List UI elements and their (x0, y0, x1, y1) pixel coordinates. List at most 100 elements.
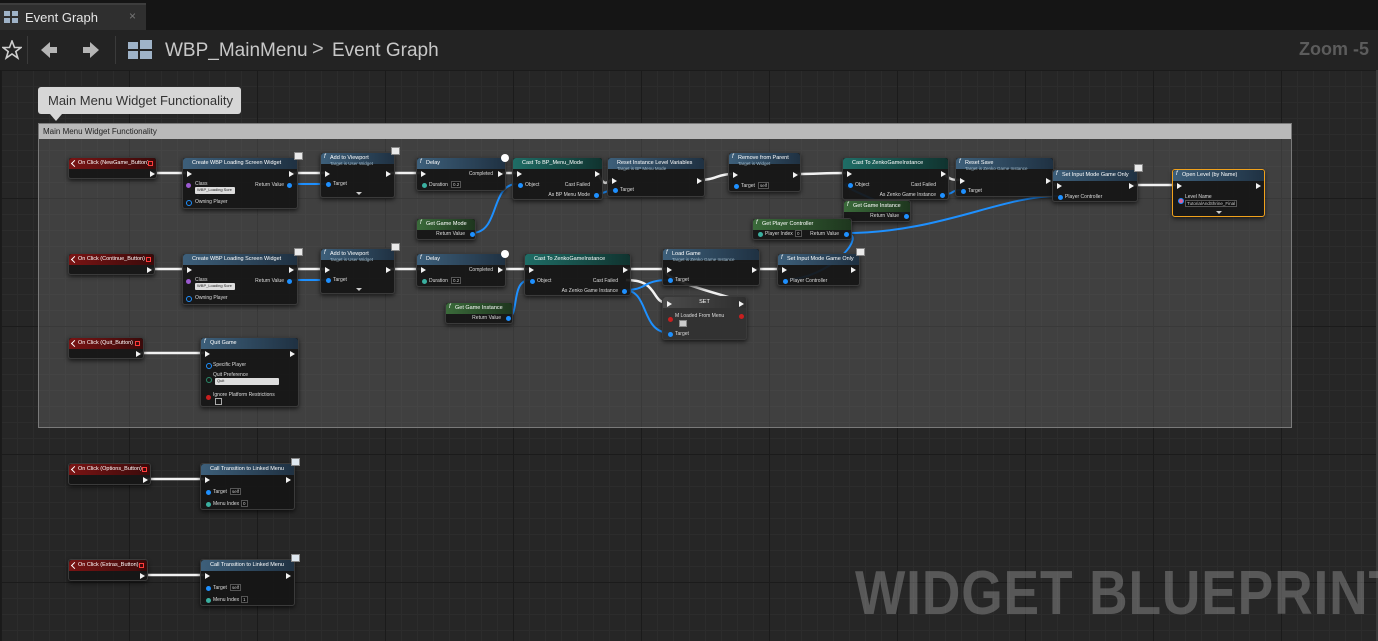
tab-close-icon[interactable]: × (129, 9, 137, 23)
event-node-options[interactable]: On Click (Options_Button) (68, 463, 151, 485)
menu-index-pin[interactable] (206, 598, 211, 603)
breadcrumb-graph[interactable]: Event Graph (332, 40, 439, 61)
event-node-quit[interactable]: On Click (Quit_Button) (68, 337, 144, 359)
bool-pin[interactable] (668, 317, 673, 322)
exec-in-pin[interactable] (612, 178, 617, 184)
expand-arrow-icon[interactable] (1216, 211, 1222, 214)
delay-node-1[interactable]: Delay f Completed Duration 0.2 (416, 154, 509, 191)
target-pin[interactable] (206, 586, 211, 591)
exec-in-pin[interactable] (421, 171, 426, 177)
call-transition-node-2[interactable]: Call Transition to Linked Menu Target se… (200, 554, 300, 606)
exec-out-pin[interactable] (623, 267, 628, 273)
specific-player-pin[interactable] (206, 363, 212, 369)
comment-bubble[interactable]: Main Menu Widget Functionality (38, 87, 241, 121)
cast-bp-menu-mode-node[interactable]: Cast To BP_Menu_Mode Object Cast Failed … (512, 157, 603, 200)
target-pin[interactable] (961, 189, 966, 194)
player-index-field[interactable]: 0 (795, 230, 802, 237)
target-field[interactable]: self (230, 584, 242, 591)
call-transition-node-1[interactable]: Call Transition to Linked Menu Target se… (200, 458, 300, 510)
duration-field[interactable]: 0.2 (451, 277, 462, 284)
back-arrow-icon[interactable] (39, 40, 59, 60)
tab-event-graph[interactable]: Event Graph × (0, 3, 146, 30)
event-node-newgame[interactable]: On Click (NewGame_Button) (68, 157, 157, 179)
add-to-viewport-node-1[interactable]: Add to Viewport f Target is User Widget … (320, 147, 400, 198)
exec-out-pin[interactable] (140, 573, 145, 579)
class-dropdown[interactable]: WBP_Loading Scre ▾ (195, 187, 235, 198)
exec-in-pin[interactable] (1057, 183, 1062, 189)
exec-in-pin[interactable] (325, 171, 330, 177)
return-value-pin[interactable] (506, 316, 511, 321)
add-to-viewport-node-2[interactable]: Add to Viewport f Target is User Widget … (320, 243, 400, 294)
cast-zenko-node-1[interactable]: Cast To ZenkoGameInstance Object Cast Fa… (842, 157, 949, 200)
comment-header[interactable]: Main Menu Widget Functionality (39, 124, 1291, 139)
target-field[interactable]: self (230, 488, 242, 495)
exec-in-pin[interactable] (325, 267, 330, 273)
as-pin[interactable] (594, 193, 599, 198)
ignore-restrictions-pin[interactable] (206, 395, 211, 400)
reset-instance-level-node[interactable]: Reset Instance Level Variables Target is… (607, 157, 705, 197)
exec-out-pin[interactable] (386, 267, 391, 273)
class-pin[interactable] (186, 183, 191, 188)
target-pin[interactable] (668, 278, 673, 283)
expand-arrow-icon[interactable] (356, 192, 362, 195)
exec-out-pin[interactable] (595, 171, 600, 177)
exec-out-pin[interactable] (752, 267, 757, 273)
exec-in-pin[interactable] (667, 301, 672, 307)
exec-out-pin[interactable] (851, 267, 856, 273)
remove-from-parent-node[interactable]: Remove from Parent f Target is Widget Ta… (728, 152, 801, 192)
exec-out-pin[interactable] (697, 178, 702, 184)
object-pin[interactable] (848, 183, 853, 188)
player-controller-pin[interactable] (783, 279, 788, 284)
exec-in-pin[interactable] (187, 267, 192, 273)
delay-node-2[interactable]: Delay f Completed Duration 0.2 (416, 250, 509, 287)
exec-in-pin[interactable] (529, 267, 534, 273)
class-pin[interactable] (186, 279, 191, 284)
level-name-pin[interactable] (1178, 198, 1184, 204)
exec-out-pin[interactable] (143, 477, 148, 483)
get-game-instance-node-2[interactable]: Get Game Instance f Return Value (445, 302, 513, 324)
menu-index-field[interactable]: 0 (241, 500, 248, 507)
object-pin[interactable] (530, 279, 535, 284)
create-widget-node-2[interactable]: Create WBP Loading Screen Widget Class W… (182, 248, 303, 305)
return-value-pin[interactable] (470, 232, 475, 237)
get-player-controller-node[interactable]: Get Player Controller f Player Index 0 R… (752, 218, 852, 240)
quit-preference-dropdown[interactable]: Quit (215, 378, 279, 385)
exec-out-pin[interactable] (150, 171, 155, 177)
return-value-pin[interactable] (904, 214, 909, 219)
create-widget-node-1[interactable]: Create WBP Loading Screen Widget Class W… (182, 152, 303, 209)
exec-out-pin[interactable] (289, 267, 294, 273)
event-node-continue[interactable]: On Click (Continue_Button) (68, 253, 155, 275)
duration-pin[interactable] (422, 183, 427, 188)
expand-arrow-icon[interactable] (356, 288, 362, 291)
favorite-star-icon[interactable] (2, 40, 22, 60)
load-game-node[interactable]: Load Game f Target is Zenko Game Instanc… (662, 248, 760, 286)
exec-in-pin[interactable] (205, 477, 210, 483)
exec-out-pin[interactable] (1129, 183, 1134, 189)
target-field[interactable]: self (758, 182, 770, 189)
object-pin[interactable] (518, 183, 523, 188)
exec-in-pin[interactable] (733, 172, 738, 178)
exec-out-pin[interactable] (286, 573, 291, 579)
target-pin[interactable] (613, 188, 618, 193)
exec-in-pin[interactable] (1177, 183, 1182, 189)
target-pin[interactable] (206, 490, 211, 495)
exec-out-pin[interactable] (498, 267, 503, 273)
target-pin[interactable] (668, 332, 673, 337)
cast-zenko-node-2[interactable]: Cast To ZenkoGameInstance Object Cast Fa… (524, 253, 631, 296)
exec-in-pin[interactable] (960, 178, 965, 184)
duration-pin[interactable] (422, 279, 427, 284)
exec-out-pin[interactable] (386, 171, 391, 177)
loaded-from-menu-checkbox[interactable] (679, 320, 687, 327)
exec-in-pin[interactable] (782, 267, 787, 273)
get-game-mode-node[interactable]: Get Game Mode f Return Value (416, 218, 476, 240)
owning-player-pin[interactable] (186, 296, 192, 302)
owning-player-pin[interactable] (186, 200, 192, 206)
exec-out-pin[interactable] (136, 351, 141, 357)
set-input-mode-node-2[interactable]: Set Input Mode Game Only f Player Contro… (777, 248, 865, 286)
quit-preference-pin[interactable] (206, 377, 212, 383)
return-value-pin[interactable] (287, 183, 292, 188)
exec-in-pin[interactable] (205, 351, 210, 357)
exec-in-pin[interactable] (667, 267, 672, 273)
exec-out-pin[interactable] (498, 171, 503, 177)
exec-out-pin[interactable] (289, 171, 294, 177)
